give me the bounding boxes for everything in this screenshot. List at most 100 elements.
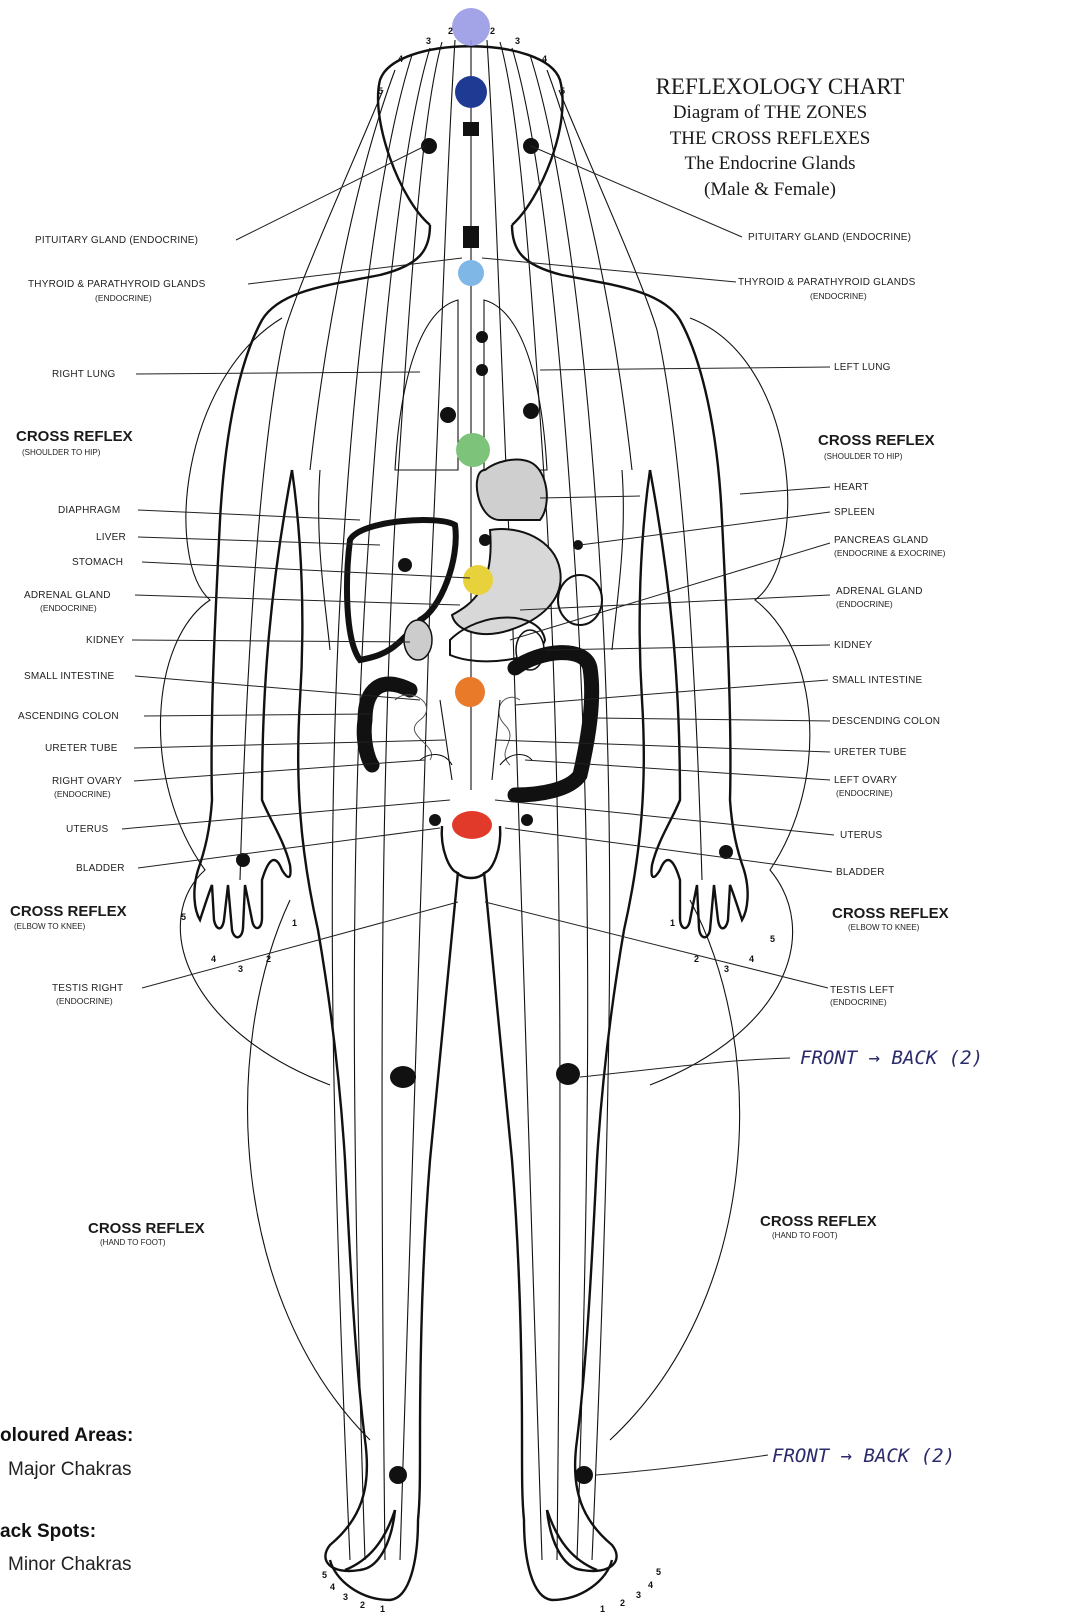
leader-ureter-right xyxy=(495,740,830,752)
zone-num-rhand-1: 1 xyxy=(292,918,297,928)
chart-subtitle-sex: (Male & Female) xyxy=(704,179,836,200)
label-left-ovary-sub: (ENDOCRINE) xyxy=(836,788,893,798)
leader-ureter-left xyxy=(134,740,445,748)
minor-chakra-left-knee xyxy=(556,1063,580,1085)
minor-chakra-solar-upper xyxy=(479,534,491,546)
label-testis-left: TESTIS LEFT xyxy=(830,985,894,996)
zone-num-lfoot-3: 3 xyxy=(636,1590,641,1600)
label-adrenal-left: ADRENAL GLAND xyxy=(24,590,111,601)
third-eye-chakra xyxy=(455,76,487,108)
legend-coloured-heading: oloured Areas: xyxy=(0,1425,133,1446)
label-spleen: SPLEEN xyxy=(834,507,875,518)
label-adrenal-right: ADRENAL GLAND xyxy=(836,586,923,597)
leader-diaphragm xyxy=(138,510,360,520)
minor-chakra-right-eye xyxy=(421,138,437,154)
zone-num-lhand-5: 5 xyxy=(770,934,775,944)
left-inner-arm-line xyxy=(319,470,330,650)
leader-heart-inner xyxy=(540,496,640,498)
cross-reflex-elbow-left-sub: (ELBOW TO KNEE) xyxy=(14,922,86,931)
label-diaphragm: DIAPHRAGM xyxy=(58,505,120,516)
label-right-ovary: RIGHT OVARY xyxy=(52,776,122,787)
leader-left-lung xyxy=(540,367,830,370)
cross-reflex-left-upper-curve xyxy=(160,318,330,1085)
zone-num-head-4l: 4 xyxy=(398,54,403,64)
leader-knee-note xyxy=(580,1058,790,1077)
left-leg-outline-inner xyxy=(418,872,458,1520)
cross-reflex-shoulder-right-sub: (SHOULDER TO HIP) xyxy=(824,452,903,461)
label-liver: LIVER xyxy=(96,532,126,543)
label-thyroid-left: THYROID & PARATHYROID GLANDS xyxy=(28,279,206,290)
leader-kidney-left xyxy=(132,640,410,642)
leader-testis-left xyxy=(485,902,828,988)
ureter-tubes xyxy=(440,700,500,780)
chart-subtitle-cross: THE CROSS REFLEXES xyxy=(670,128,871,149)
spleen-organ xyxy=(558,575,602,625)
label-stomach: STOMACH xyxy=(72,557,123,568)
label-kidney-left: KIDNEY xyxy=(86,635,125,646)
zone-num-lfoot-5: 5 xyxy=(656,1567,661,1577)
cross-reflex-shoulder-left-sub: (SHOULDER TO HIP) xyxy=(22,448,101,457)
zone-num-rfoot-3: 3 xyxy=(343,1592,348,1602)
zone-num-lhand-4: 4 xyxy=(749,954,754,964)
chart-title-block: REFLEXOLOGY CHART Diagram of THE ZONES T… xyxy=(656,74,905,200)
handwritten-notes: FRONT → BACK (2) FRONT → BACK (2) xyxy=(580,1047,983,1475)
label-adrenal-left-sub: (ENDOCRINE) xyxy=(40,603,97,613)
leader-small-intestine-right xyxy=(515,680,828,705)
cross-reflex-shoulder-left-title: CROSS REFLEX xyxy=(16,428,133,445)
feet xyxy=(330,1510,612,1600)
label-testis-right: TESTIS RIGHT xyxy=(52,983,123,994)
leader-ankle-note xyxy=(596,1455,768,1475)
zone-line-left-2 xyxy=(354,48,430,1560)
leader-descending-colon xyxy=(595,718,830,721)
label-thyroid-left-sub: (ENDOCRINE) xyxy=(95,293,152,303)
small-intestine xyxy=(395,695,520,765)
label-pituitary-right: PITUITARY GLAND (ENDOCRINE) xyxy=(748,232,911,243)
label-small-intestine-right: SMALL INTESTINE xyxy=(832,675,923,686)
label-ascending-colon: ASCENDING COLON xyxy=(18,711,119,722)
zone-num-head-4r: 4 xyxy=(542,54,547,64)
leader-uterus-left xyxy=(122,800,450,829)
legend-black-text: Minor Chakras xyxy=(8,1554,132,1575)
zone-num-lfoot-2: 2 xyxy=(620,1598,625,1608)
zone-num-rfoot-1: 1 xyxy=(380,1604,385,1614)
minor-chakra-right-ankle xyxy=(389,1466,407,1484)
label-bladder-right: BLADDER xyxy=(836,867,885,878)
minor-chakra-right-knee xyxy=(390,1066,416,1088)
label-ureter-left: URETER TUBE xyxy=(45,743,118,754)
zone-num-rhand-4: 4 xyxy=(211,954,216,964)
label-descending-colon: DESCENDING COLON xyxy=(832,716,940,727)
minor-chakra-left-breast xyxy=(523,403,539,419)
cross-reflex-elbow-right-sub: (ELBOW TO KNEE) xyxy=(848,923,920,932)
zone-num-lhand-1: 1 xyxy=(670,918,675,928)
zone-num-rfoot-4: 4 xyxy=(330,1582,335,1592)
heart-chakra xyxy=(456,433,490,467)
cross-reflex-hand-left-sub: (HAND TO FOOT) xyxy=(100,1238,166,1247)
leader-testis-right xyxy=(142,902,458,988)
handwritten-knee-note: FRONT → BACK (2) xyxy=(800,1047,983,1069)
zone-line-left-1 xyxy=(382,42,442,1560)
minor-chakra-left-ankle xyxy=(575,1466,593,1484)
crown-chakra xyxy=(452,8,490,46)
zone-line-right-2 xyxy=(512,48,588,1560)
handwritten-ankle-note: FRONT → BACK (2) xyxy=(772,1445,955,1467)
leader-right-ovary xyxy=(134,760,425,781)
zone-num-head-3l: 3 xyxy=(426,36,431,46)
zone-num-head-2r: 2 xyxy=(490,26,495,36)
legend-coloured-text: Major Chakras xyxy=(8,1459,132,1480)
right-kidney-organ xyxy=(404,620,432,660)
leader-stomach xyxy=(142,562,470,578)
leader-adrenal-left xyxy=(135,595,460,605)
cross-reflex-left-lower-curve xyxy=(248,900,370,1440)
label-small-intestine-left: SMALL INTESTINE xyxy=(24,671,115,682)
cross-reflex-hand-left-title: CROSS REFLEX xyxy=(88,1220,205,1237)
leader-bladder-right xyxy=(505,828,832,872)
label-right-ovary-sub: (ENDOCRINE) xyxy=(54,789,111,799)
label-adrenal-right-sub: (ENDOCRINE) xyxy=(836,599,893,609)
sacral-chakra xyxy=(455,677,485,707)
zone-num-rhand-5: 5 xyxy=(181,912,186,922)
label-uterus-right: UTERUS xyxy=(840,830,882,841)
zone-num-lfoot-1: 1 xyxy=(600,1604,605,1614)
zone-num-rfoot-5: 5 xyxy=(322,1570,327,1580)
left-foot-outline xyxy=(524,1510,612,1600)
